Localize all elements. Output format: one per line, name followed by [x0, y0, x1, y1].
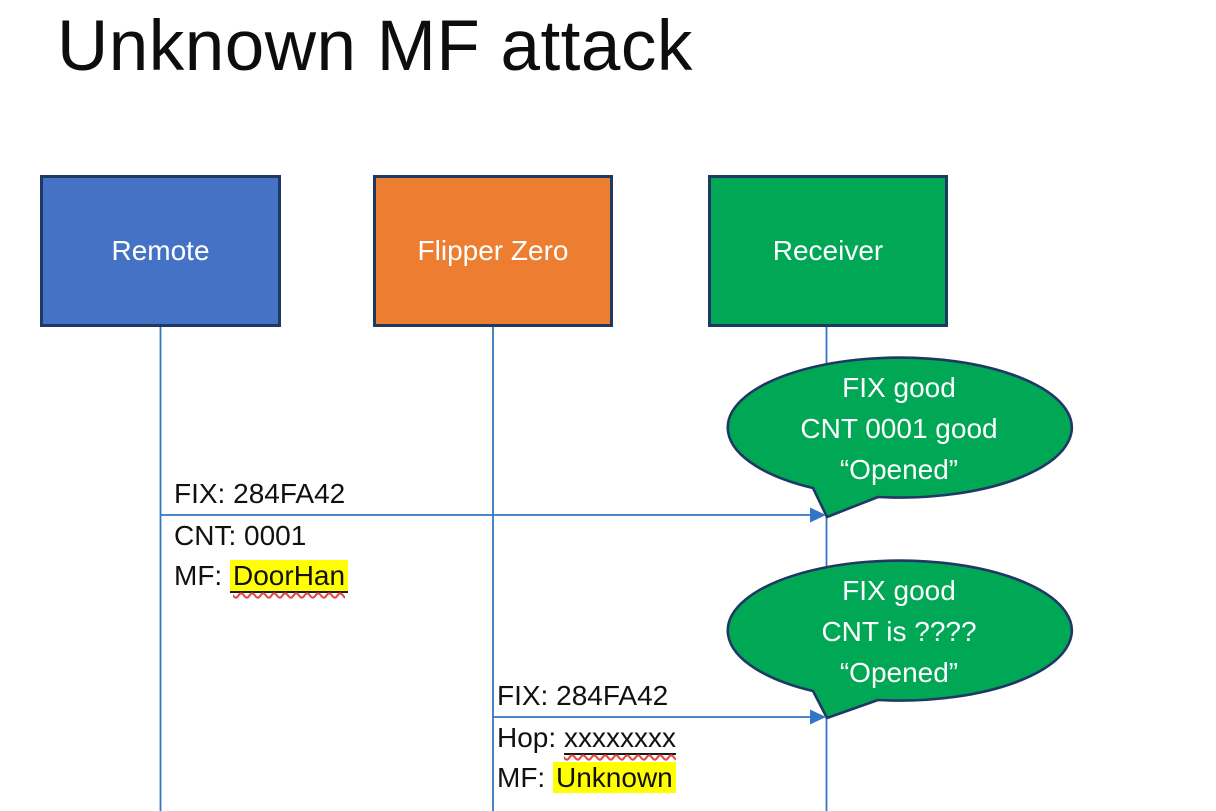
message-1-label-mf: MF: DoorHan [174, 560, 349, 593]
callout-1-line-1: FIX good [842, 372, 956, 403]
actor-label-remote: Remote [111, 235, 210, 266]
message-2-label-fix: FIX: 284FA42 [497, 680, 669, 711]
message-1-mf-value: DoorHan [233, 560, 346, 591]
callout-2-line-1: FIX good [842, 575, 956, 606]
message-2-hop-prefix: Hop: [497, 722, 564, 753]
message-2-hop-underline: xxxxxxxx [563, 722, 676, 755]
message-1-mf-highlight: DoorHan [230, 560, 349, 593]
message-1-cnt-value: 0001 [244, 520, 307, 551]
message-2-label-hop: Hop: xxxxxxxx [497, 722, 676, 755]
message-1-label-cnt: CNT: 0001 [174, 520, 306, 552]
actor-label-receiver: Receiver [772, 235, 884, 266]
callout-bubble-2 [726, 559, 1074, 720]
callout-2-line-3: “Opened” [839, 657, 959, 688]
callout-bubble-1 [726, 356, 1074, 519]
callout-1-text: FIX good CNT 0001 good “Opened” [727, 367, 1071, 490]
message-1-arrowhead [810, 507, 826, 523]
actor-box-receiver: Receiver [708, 175, 948, 327]
actor-box-remote: Remote [40, 175, 281, 327]
message-2-hop-value: xxxxxxxx [563, 722, 676, 753]
message-1-cnt-prefix: CNT: [174, 520, 244, 551]
callout-1-line-3: “Opened” [839, 454, 959, 485]
slide-title: Unknown MF attack [57, 7, 693, 86]
callout-2-text: FIX good CNT is ???? “Opened” [727, 570, 1071, 693]
actor-box-flipper-zero: Flipper Zero [373, 175, 613, 327]
message-1-label-fix: FIX: 284FA42 [174, 478, 346, 509]
message-2-label-mf: MF: Unknown [497, 762, 676, 794]
callout-2-line-2: CNT is ???? [821, 616, 977, 647]
message-2-mf-highlight: Unknown [553, 762, 676, 793]
message-1-mf-prefix: MF: [174, 560, 230, 591]
message-2-mf-prefix: MF: [497, 762, 553, 793]
message-2-arrowhead [810, 709, 826, 725]
actor-label-flipper-zero: Flipper Zero [417, 235, 569, 266]
callout-1-line-2: CNT 0001 good [800, 413, 998, 444]
message-2-mf-value: Unknown [556, 762, 673, 793]
